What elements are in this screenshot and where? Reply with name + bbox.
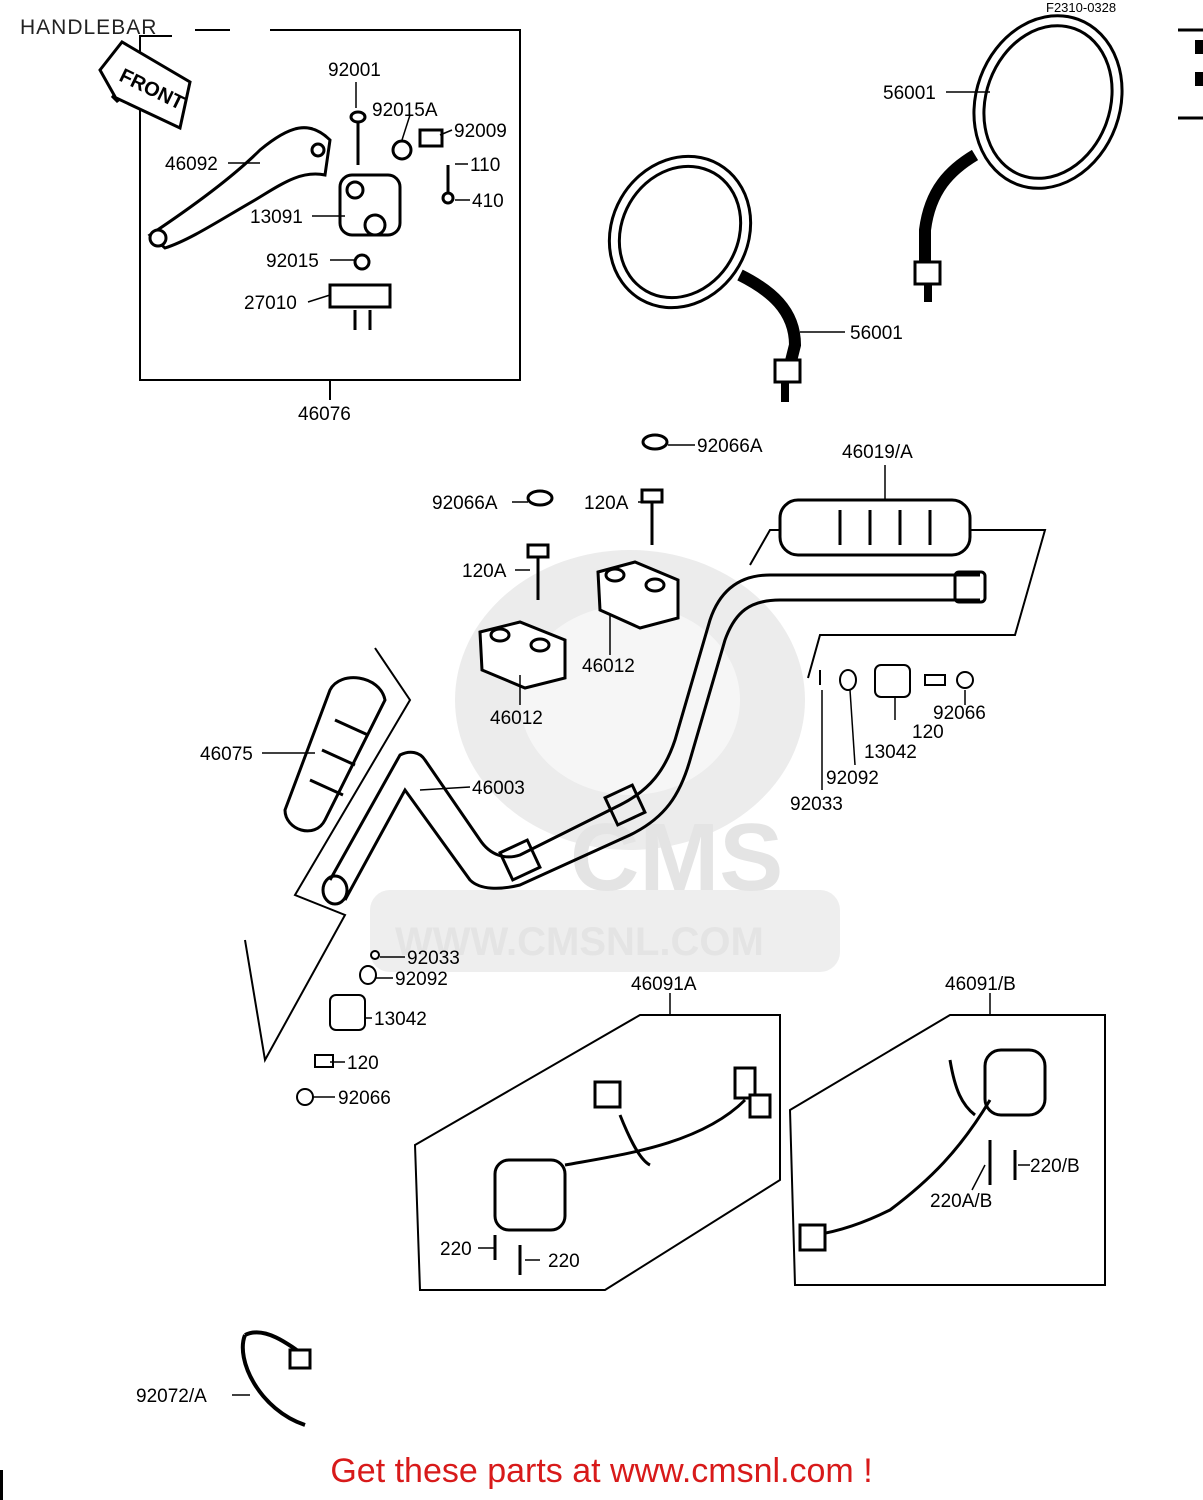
label-120a-left: 120A: [462, 561, 507, 582]
label-92092-right: 92092: [826, 768, 879, 789]
label-46092: 46092: [165, 154, 218, 175]
watermark: CMS WWW.CMSNL.COM: [370, 550, 840, 972]
label-92066a-top: 92066A: [697, 436, 763, 457]
bar-end-right: [819, 664, 974, 698]
label-92009: 92009: [454, 121, 507, 142]
label-46012-right: 46012: [582, 656, 635, 677]
label-92092-left: 92092: [395, 969, 448, 990]
switch-box-b: [788, 1014, 1106, 1286]
label-92033-left: 92033: [407, 948, 460, 969]
label-13091: 13091: [250, 207, 303, 228]
label-46019a: 46019/A: [842, 442, 913, 463]
label-13042-left: 13042: [374, 1009, 427, 1030]
watermark-brand: CMS: [570, 804, 783, 911]
part-labels: 92001 92015A 92009 46092 110 410 13091 9…: [136, 60, 1080, 1407]
label-120a-top: 120A: [584, 493, 629, 514]
label-46091b: 46091/B: [945, 974, 1016, 995]
leader-lines: [228, 82, 1030, 1396]
mirror-right: [913, 14, 1124, 302]
lever-assembly-box: [139, 29, 521, 400]
label-46003: 46003: [472, 778, 525, 799]
front-arrow: FRONT: [98, 40, 192, 131]
label-92066-left: 92066: [338, 1088, 391, 1109]
label-27010: 27010: [244, 293, 297, 314]
label-46012-left: 46012: [490, 708, 543, 729]
lever-holder: [328, 110, 455, 330]
clutch-lever: [147, 126, 332, 250]
label-92072a: 92072/A: [136, 1386, 207, 1407]
label-92066-right: 92066: [933, 703, 986, 724]
bar-end-left: [296, 950, 380, 1106]
cable-strap: [240, 1330, 312, 1427]
label-92033-right: 92033: [790, 794, 843, 815]
label-46076: 46076: [298, 404, 351, 425]
label-56001-bottom: 56001: [850, 323, 903, 344]
grip-left: [244, 647, 412, 1064]
label-92015: 92015: [266, 251, 319, 272]
label-46075: 46075: [200, 744, 253, 765]
handlebar-tube: [321, 570, 987, 906]
label-46091a: 46091A: [631, 974, 697, 995]
label-220-right: 220: [548, 1251, 580, 1272]
label-120-right: 120: [912, 722, 944, 743]
label-92001: 92001: [328, 60, 381, 81]
label-92015a: 92015A: [372, 100, 438, 121]
grip-right: [749, 498, 1047, 679]
label-110: 110: [470, 155, 500, 176]
label-410: 410: [472, 191, 504, 212]
label-56001-top: 56001: [883, 83, 936, 104]
page-title: HANDLEBAR: [20, 16, 158, 39]
diagram-reference-code: F2310-0328: [1046, 0, 1117, 15]
corner-marks: [1178, 28, 1203, 120]
get-parts-link[interactable]: Get these parts at www.cmsnl.com !: [330, 1452, 873, 1490]
label-220ab: 220A/B: [930, 1191, 992, 1212]
watermark-url: WWW.CMSNL.COM: [395, 920, 764, 964]
label-220b: 220/B: [1030, 1156, 1080, 1177]
handlebar-holders: [478, 433, 680, 690]
switch-box-a: [413, 1014, 781, 1291]
label-220-left: 220: [440, 1239, 472, 1260]
mirror-left: [607, 154, 802, 402]
label-13042-right: 13042: [864, 742, 917, 763]
label-92066a-left: 92066A: [432, 493, 498, 514]
label-120-left: 120: [347, 1053, 379, 1074]
